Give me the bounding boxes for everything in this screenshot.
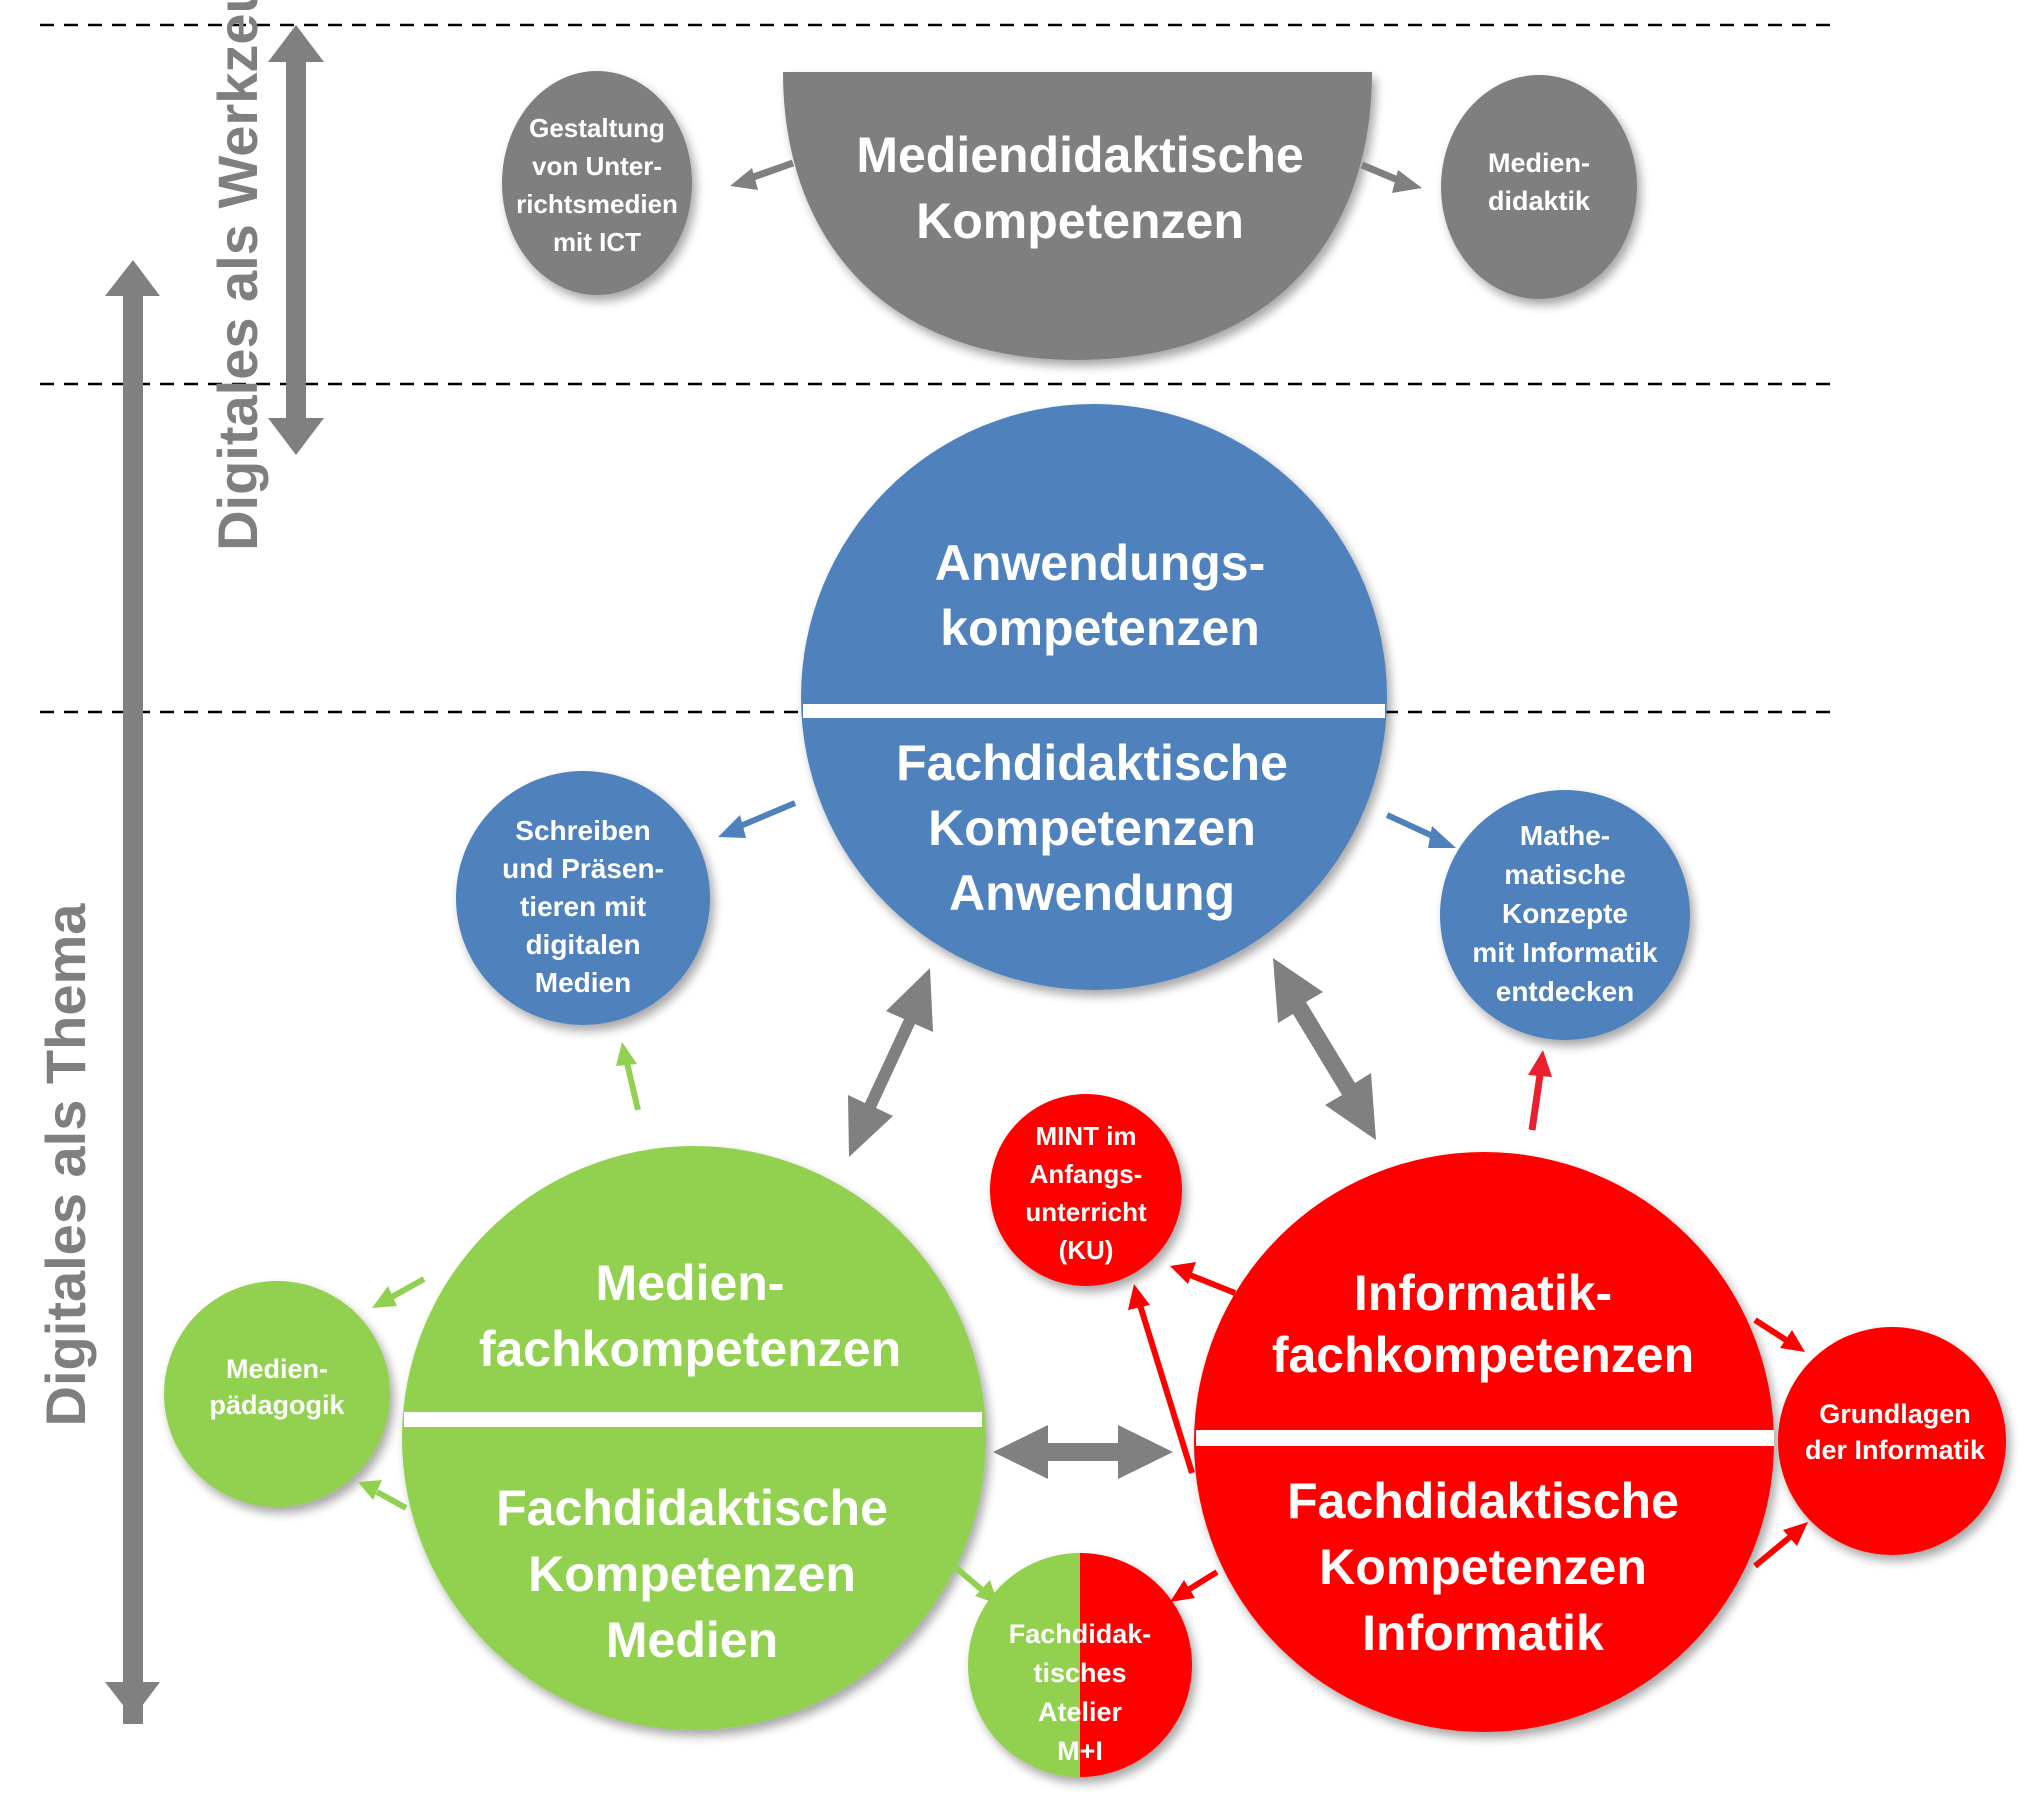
svg-text:Medien-: Medien- [596,1255,785,1311]
svg-text:Kompetenzen: Kompetenzen [916,193,1244,249]
fachdidaktik-anwendung-label: Fachdidaktische Kompetenzen Anwendung [896,735,1288,921]
svg-text:unterricht: unterricht [1025,1197,1147,1227]
svg-text:(KU): (KU) [1059,1235,1114,1265]
double-arrow-medien-anwendung-icon [848,968,933,1157]
svg-text:entdecken: entdecken [1496,976,1635,1007]
svg-text:Kompetenzen: Kompetenzen [528,1546,856,1602]
mediendidaktik-main-shape [783,72,1372,360]
grundlagen-node [1778,1327,2006,1555]
mint-node [990,1094,1182,1286]
svg-text:matische: matische [1504,859,1625,890]
svg-text:pädagogik: pädagogik [209,1390,345,1420]
svg-text:Fachdidaktische: Fachdidaktische [496,1480,888,1536]
svg-text:mit ICT: mit ICT [553,227,641,257]
mediendidaktik-sub-node [1441,75,1637,299]
arrow-to-mediendidaktik-icon [1360,161,1422,193]
arrow-to-mint-short-icon [1170,1262,1237,1296]
svg-text:Kompetenzen: Kompetenzen [928,800,1256,856]
thema-double-arrow-icon [105,260,160,1724]
svg-text:Schreiben: Schreiben [515,815,650,846]
atelier-label: Fachdidak- tisches Atelier M+I [1009,1619,1152,1766]
svg-text:Fachdidak-: Fachdidak- [1009,1619,1152,1649]
arrow-to-mathematik-from-informatik-icon [1528,1050,1552,1131]
svg-text:Fachdidaktische: Fachdidaktische [896,735,1288,791]
arrow-to-mint-long-icon [1128,1284,1195,1474]
svg-text:MINT im: MINT im [1035,1121,1136,1151]
svg-text:Fachdidaktische: Fachdidaktische [1287,1473,1679,1529]
mathematik-label: Mathe- matische Konzepte mit Informatik … [1472,820,1658,1007]
mediendidaktik-main-label: Mediendidaktische Kompetenzen [856,127,1303,249]
svg-text:und Präsen-: und Präsen- [502,853,664,884]
svg-text:digitalen: digitalen [525,929,640,960]
anwendung-divider [803,704,1385,718]
double-arrow-informatik-anwendung-icon [1273,958,1376,1140]
arrow-to-medienpaedagogik-lower-icon [358,1480,408,1511]
svg-text:Medien: Medien [535,967,631,998]
mint-label: MINT im Anfangs- unterricht (KU) [1025,1121,1147,1265]
svg-text:M+I: M+I [1057,1736,1103,1766]
svg-text:Informatik-: Informatik- [1354,1265,1612,1321]
svg-text:der Informatik: der Informatik [1805,1435,1986,1465]
anwendung-node [801,404,1387,990]
arrow-to-gestaltung-icon [730,159,795,190]
svg-text:Grundlagen: Grundlagen [1819,1399,1971,1429]
medien-node [402,1146,986,1730]
svg-text:von Unter-: von Unter- [532,151,662,181]
arrow-to-grundlagen-upper-icon [1753,1317,1805,1352]
svg-text:Medien-: Medien- [1488,148,1590,178]
svg-text:Anwendung: Anwendung [949,865,1235,921]
medienpaedagogik-label: Medien- pädagogik [209,1354,345,1420]
side-label-werkzeug: Digitales als Werkzeug [206,0,269,551]
medienpaedagogik-node [164,1281,390,1507]
arrow-to-mathematik-icon [1385,812,1456,848]
anwendungskompetenzen-label: Anwendungs- kompetenzen [935,535,1266,656]
svg-text:Atelier: Atelier [1038,1697,1123,1727]
schreiben-label: Schreiben und Präsen- tieren mit digital… [502,815,664,998]
svg-text:fachkompetenzen: fachkompetenzen [479,1321,901,1377]
svg-text:richtsmedien: richtsmedien [516,189,678,219]
svg-text:Kompetenzen: Kompetenzen [1319,1539,1647,1595]
medien-divider [404,1412,982,1427]
grundlagen-label: Grundlagen der Informatik [1805,1399,1986,1465]
mediendidaktik-sub-label: Medien- didaktik [1488,148,1591,216]
arrow-to-schreiben-from-medien-icon [616,1042,641,1111]
werkzeug-double-arrow-icon [268,25,324,455]
svg-text:Medien: Medien [606,1612,778,1668]
svg-text:didaktik: didaktik [1488,186,1591,216]
svg-text:kompetenzen: kompetenzen [940,600,1260,656]
informatikfachkompetenzen-label: Informatik- fachkompetenzen [1272,1265,1694,1383]
svg-text:Anfangs-: Anfangs- [1030,1159,1143,1189]
svg-text:Mathe-: Mathe- [1520,820,1610,851]
svg-text:tieren mit: tieren mit [520,891,646,922]
svg-text:fachkompetenzen: fachkompetenzen [1272,1327,1694,1383]
medienfachkompetenzen-label: Medien- fachkompetenzen [479,1255,901,1377]
gestaltung-label: Gestaltung von Unter- richtsmedien mit I… [516,113,678,257]
arrow-to-medienpaedagogik-upper-icon [372,1276,426,1308]
informatik-divider [1196,1430,1774,1446]
svg-text:Konzepte: Konzepte [1502,898,1628,929]
double-arrow-medien-informatik-icon [993,1425,1173,1479]
arrow-to-schreiben-icon [718,800,797,838]
schreiben-node [456,771,710,1025]
svg-text:Medien-: Medien- [226,1354,328,1384]
mathematik-node [1440,790,1690,1040]
side-label-thema: Digitales als Thema [34,903,97,1427]
arrow-to-atelier-from-informatik-icon [1170,1569,1219,1602]
svg-text:mit Informatik: mit Informatik [1472,937,1658,968]
fachdidaktik-informatik-label: Fachdidaktische Kompetenzen Informatik [1287,1473,1679,1661]
fachdidaktik-medien-label: Fachdidaktische Kompetenzen Medien [496,1480,888,1668]
gestaltung-node [502,71,692,295]
svg-text:tisches: tisches [1033,1658,1126,1688]
arrow-to-grundlagen-lower-icon [1753,1522,1808,1569]
svg-text:Informatik: Informatik [1362,1605,1604,1661]
svg-text:Gestaltung: Gestaltung [529,113,665,143]
svg-text:Anwendungs-: Anwendungs- [935,535,1266,591]
svg-text:Mediendidaktische: Mediendidaktische [856,127,1303,183]
